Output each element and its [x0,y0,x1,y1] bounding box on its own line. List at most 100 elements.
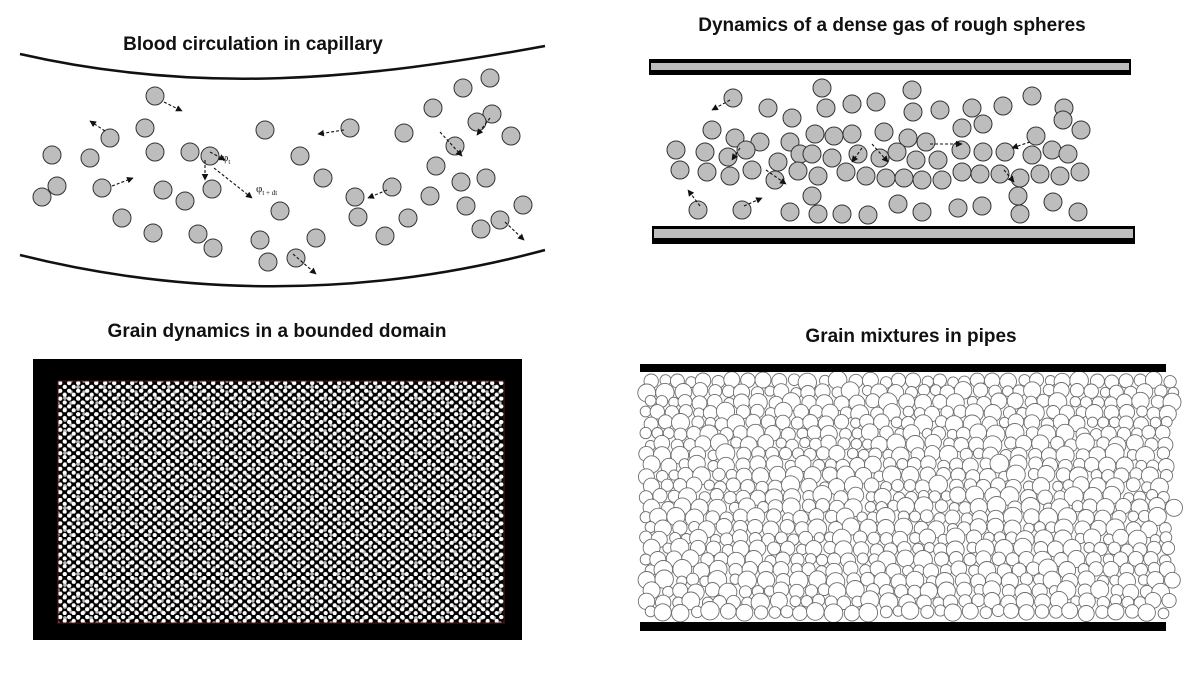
pipe-grain [1161,541,1176,556]
gas-sphere [902,80,922,100]
pipe-grain [1107,603,1125,621]
pipe-grain [1052,480,1064,492]
pipe-grain [779,519,795,535]
pipe-lower-wall [640,622,1166,631]
pipe-grain [722,384,735,398]
blood-cell [451,172,471,192]
gas-sphere [948,198,968,218]
gas-sphere [898,128,918,148]
pipe-grain [902,405,915,418]
pipe-grain [639,405,652,418]
pipe-grain [828,444,846,463]
gas-sphere [970,164,990,184]
pipe-grain [1077,605,1095,622]
blood-cell [42,145,62,165]
pipe-grain [681,591,701,611]
gas-sphere [824,126,844,146]
pipe-grain [1004,436,1018,450]
blood-cell [32,187,52,207]
pipe-grain [1011,562,1027,578]
pipe-grain [754,371,772,389]
pipe-grain [1118,373,1134,389]
gas-sphere [1068,202,1088,222]
pipe-grain [1163,375,1177,389]
velocity-arrow [292,253,317,275]
gas-sphere [732,200,752,220]
blood-cell [258,252,278,272]
pipe-grain [686,572,700,586]
pipe-grain [961,602,979,620]
pipe-grain [972,382,989,398]
pipe-grain [903,479,917,492]
pipe-grain [900,601,920,620]
pipe-grain [725,477,741,493]
pipe-grain [703,479,715,491]
velocity-arrow [731,147,741,161]
pipe-grain [1099,386,1111,398]
gas-sphere [1010,168,1030,188]
blood-cell [200,146,220,166]
pipe-grain [712,467,726,482]
pipe-grain [920,604,935,619]
grain-mixtures-diagram [637,364,1183,631]
pipe-grain [1083,383,1099,399]
pipe-grain [1049,604,1063,619]
gas-sphere [928,150,948,170]
pipe-grain [1125,604,1140,619]
blood-cell [476,168,496,188]
gas-sphere [906,150,926,170]
velocity-arrow [711,99,731,111]
gas-sphere [1030,164,1050,184]
phi-t-label: φt [222,152,230,166]
pipe-grain [1127,510,1139,523]
pipe-grain [833,414,850,430]
blood-cell [348,207,368,227]
gas-velocity-arrows [687,99,1031,207]
pipe-grain [649,404,665,420]
gas-sphere [973,142,993,162]
gas-sphere [725,128,745,148]
pipe-grain [1164,571,1181,589]
lower-wall [652,226,1135,244]
gas-sphere [972,196,992,216]
pipe-grain [850,417,862,429]
pipe-grain [806,602,825,621]
blood-cell [145,142,165,162]
upper-wall [649,59,1131,75]
pipe-grain [824,509,839,524]
gas-sphere [723,88,743,108]
pipe-grain [692,382,709,399]
gas-sphere [808,166,828,186]
pipe-grain [891,479,905,493]
pipe-grain [1147,506,1167,526]
gas-sphere [990,164,1010,184]
panel-title-capillary: Blood circulation in capillary [123,34,383,55]
gas-sphere [912,170,932,190]
blood-cell [153,180,173,200]
blood-cell [501,126,521,146]
pipe-grain [867,531,881,545]
pipe-grain [804,584,819,598]
blood-cell [255,120,275,140]
velocity-arrow [871,143,889,163]
velocity-arrow [687,189,701,207]
rough-spheres-diagram [649,59,1135,244]
pipe-grain [909,510,921,523]
pipe-grain [704,582,721,598]
velocity-arrow [1011,141,1031,150]
pipe-grain [896,549,915,568]
pipe-grain [1019,572,1034,586]
blood-cell [143,223,163,243]
pipe-grain [754,605,769,620]
gas-sphere [930,100,950,120]
pipe-grain [919,509,934,524]
velocity-arrow [89,120,106,132]
velocity-arrow [476,117,491,136]
gas-sphere [1053,110,1073,130]
blood-cell [394,123,414,143]
gas-sphere [1010,204,1030,224]
pipe-grain [671,604,690,623]
pipe-grain [779,446,793,461]
gas-sphere [688,200,708,220]
pipe-grain [963,552,977,567]
